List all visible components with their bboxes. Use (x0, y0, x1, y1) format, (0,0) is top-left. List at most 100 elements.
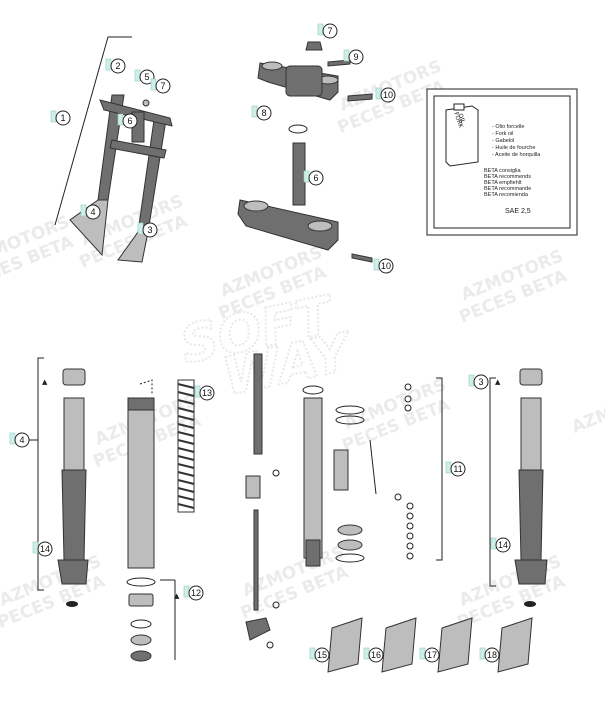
shim (335, 405, 365, 415)
outer-tube (127, 397, 155, 569)
callout-8[interactable]: 8 (251, 105, 272, 121)
callout-13[interactable]: 13 (194, 385, 215, 401)
small-ring (406, 532, 414, 540)
fork-leg-left: ▲ (28, 357, 89, 607)
callout-label: 6 (313, 173, 318, 183)
callout-circle (14, 432, 30, 448)
oil-name-text: - Olio forcelle (492, 124, 524, 130)
callout-circle (199, 385, 215, 401)
callout-7[interactable]: 7 (317, 23, 338, 39)
callout-tag-marker (50, 110, 57, 123)
callout-tag-marker (80, 204, 87, 217)
callout-3[interactable]: 3 (468, 374, 489, 390)
outer-tube-cap (127, 397, 155, 411)
callout-tag-marker (117, 113, 124, 126)
fork-guard (381, 617, 417, 673)
oil-name-text: - Aceite de horquilla (492, 152, 541, 158)
callout-label: 17 (427, 650, 437, 660)
callout-14[interactable]: 14 (490, 537, 511, 553)
spring-outline (177, 379, 195, 513)
callout-circle (348, 49, 364, 65)
clamp-bolt (351, 253, 373, 263)
clamp-bore (243, 200, 269, 212)
o-ring (288, 124, 308, 134)
recommend-text: BETA recomienda (484, 192, 529, 198)
callout-circle (308, 170, 324, 186)
callout-4[interactable]: 4 (9, 432, 30, 448)
callout-tag-marker (303, 170, 310, 183)
cartridge-ring (302, 385, 324, 395)
callout-label: 13 (202, 388, 212, 398)
callout-18[interactable]: 18 (479, 647, 500, 663)
recommend-text: BETA empfiehlt (484, 180, 522, 186)
callout-3[interactable]: 3 (137, 222, 158, 238)
triple-clamp-exploded (237, 41, 373, 263)
callout-1[interactable]: 1 (50, 110, 71, 126)
callout-label: 10 (381, 261, 391, 271)
callout-circle (424, 647, 440, 663)
fork-guards (327, 617, 533, 673)
oil-can-cap-icon (453, 103, 465, 111)
callout-circle (495, 537, 511, 553)
rod-lower (253, 509, 259, 611)
seal-ring (126, 577, 156, 587)
callout-label: 14 (40, 544, 50, 554)
callout-10[interactable]: 10 (373, 258, 394, 274)
can-label: OIL (456, 113, 466, 125)
callout-6[interactable]: 6 (303, 170, 324, 186)
recommend-text: BETA recommande (484, 186, 531, 192)
small-ring (406, 502, 414, 510)
callout-15[interactable]: 15 (309, 647, 330, 663)
callout-6[interactable]: 6 (117, 113, 138, 129)
callout-label: 8 (261, 108, 266, 118)
oil-name-text: - Gabelol (492, 138, 514, 144)
callout-10[interactable]: 10 (375, 87, 396, 103)
callout-circle (322, 23, 338, 39)
shim (335, 415, 365, 425)
shim (337, 539, 363, 551)
bar-mount (285, 65, 323, 97)
clamp-bore (307, 220, 333, 232)
callout-2[interactable]: 2 (105, 58, 126, 74)
axle-lug (514, 559, 548, 585)
callout-circle (368, 647, 384, 663)
shim (337, 524, 363, 536)
oil-can-icon (445, 105, 479, 167)
callout-4[interactable]: 4 (80, 204, 101, 220)
guide-bushing (519, 368, 543, 386)
callout-7[interactable]: 7 (150, 78, 171, 94)
watermark-text: AZMOTORS (569, 379, 605, 438)
callout-5[interactable]: 5 (134, 69, 155, 85)
callout-circle (55, 110, 71, 126)
callout-tag-marker (479, 647, 486, 660)
small-ring (272, 601, 280, 609)
lower-triple-clamp (237, 199, 339, 251)
callout-11[interactable]: 11 (445, 461, 466, 477)
callout-label: 16 (371, 650, 381, 660)
callout-label: 5 (144, 72, 149, 82)
callout-tag-marker (419, 647, 426, 660)
small-ring (406, 512, 414, 520)
fork-guard (327, 617, 363, 673)
bracket-line (436, 377, 443, 561)
callout-tag-marker (445, 461, 452, 474)
damper-rod (245, 353, 280, 649)
callout-16[interactable]: 16 (363, 647, 384, 663)
callout-12[interactable]: 12 (183, 585, 204, 601)
callout-tag-marker (137, 222, 144, 235)
callout-circle (155, 78, 171, 94)
callout-9[interactable]: 9 (343, 49, 364, 65)
callout-label: 7 (327, 26, 332, 36)
callout-circle (188, 585, 204, 601)
callout-17[interactable]: 17 (419, 647, 440, 663)
callout-14[interactable]: 14 (32, 541, 53, 557)
fork-spring (177, 379, 195, 513)
callout-label: 9 (353, 52, 358, 62)
callout-tag-marker (9, 432, 16, 445)
clamp-bore (261, 61, 283, 71)
clamp-bolt (347, 93, 373, 102)
callout-circle (473, 374, 489, 390)
axle-lug (57, 559, 89, 585)
callout-circle (256, 105, 272, 121)
recommend-text: BETA recommends (484, 174, 531, 180)
